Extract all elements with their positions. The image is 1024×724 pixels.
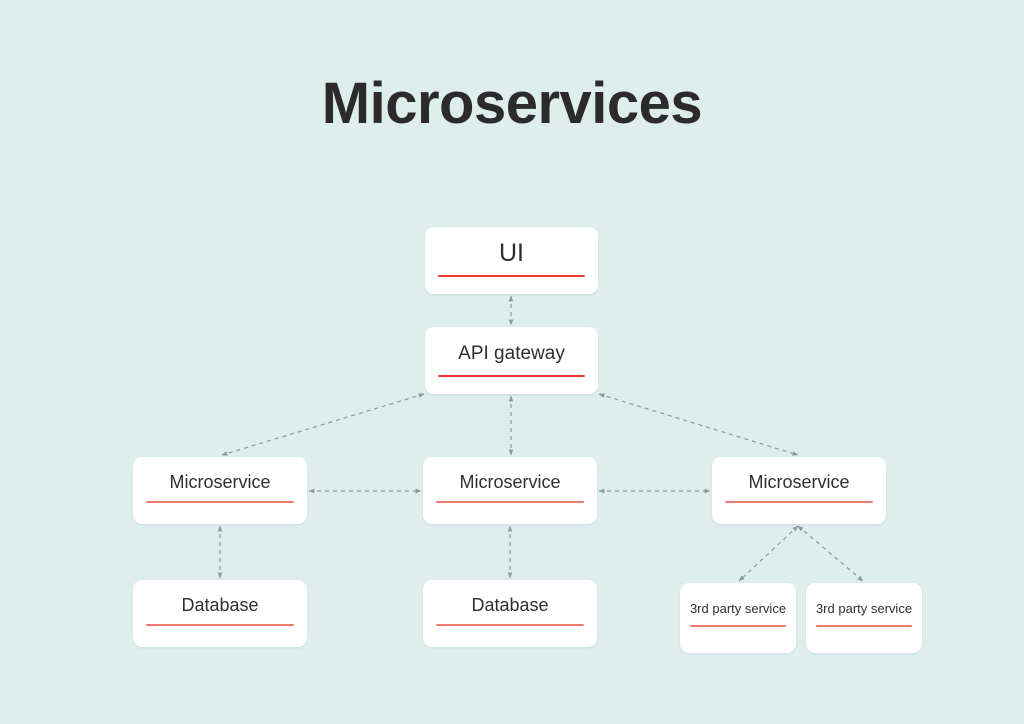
node-microservice-center-rule <box>436 501 584 503</box>
node-database-center[interactable]: Database <box>423 580 597 647</box>
edge-microservice-right-to-third-party-right <box>797 525 864 582</box>
node-third-party-left-rule <box>690 625 786 627</box>
node-api-gateway-rule <box>438 375 585 377</box>
node-database-left-rule <box>146 624 294 626</box>
node-microservice-center[interactable]: Microservice <box>423 457 597 524</box>
node-ui-label: UI <box>499 239 524 267</box>
edge-microservice-right-to-third-party-left <box>738 525 799 582</box>
node-microservice-right-label: Microservice <box>748 472 850 492</box>
node-ui-rule <box>438 275 585 277</box>
node-api-gateway-label: API gateway <box>458 343 565 364</box>
edge-api-gateway-to-microservice-right <box>598 393 799 456</box>
node-microservice-left-rule <box>146 501 294 503</box>
node-microservice-center-label: Microservice <box>459 472 561 492</box>
node-microservice-left-label: Microservice <box>169 472 271 492</box>
node-database-left-label: Database <box>181 595 259 615</box>
node-third-party-right[interactable]: 3rd party service <box>806 583 922 653</box>
node-database-center-label: Database <box>471 595 549 615</box>
node-database-left[interactable]: Database <box>133 580 307 647</box>
node-third-party-left-label: 3rd party service <box>689 601 787 616</box>
node-ui[interactable]: UI <box>425 227 598 294</box>
node-third-party-right-label: 3rd party service <box>815 601 913 616</box>
node-third-party-right-rule <box>816 625 912 627</box>
node-microservice-right-rule <box>725 501 873 503</box>
node-third-party-left[interactable]: 3rd party service <box>680 583 796 653</box>
page-title: Microservices <box>321 71 703 136</box>
node-microservice-right[interactable]: Microservice <box>712 457 886 524</box>
node-microservice-left[interactable]: Microservice <box>133 457 307 524</box>
node-api-gateway[interactable]: API gateway <box>425 327 598 394</box>
node-database-center-rule <box>436 624 584 626</box>
edge-api-gateway-to-microservice-left <box>221 393 425 456</box>
